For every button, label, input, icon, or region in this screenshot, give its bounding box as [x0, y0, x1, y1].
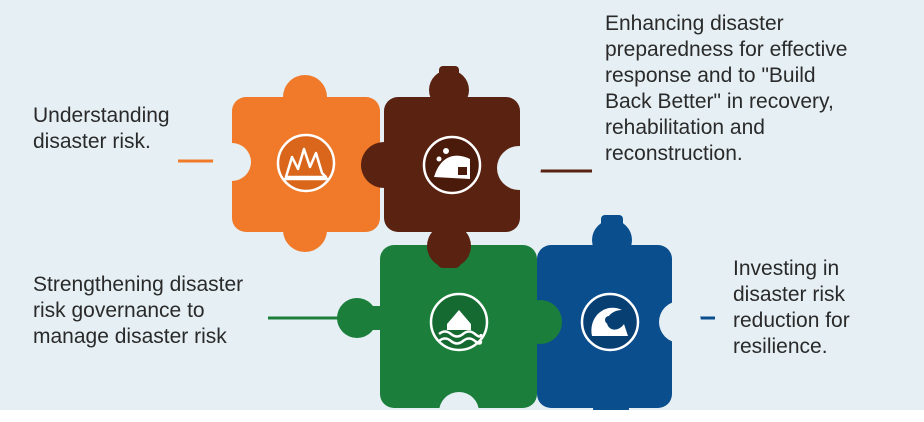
bottom-band [0, 410, 924, 422]
label-strengthening-governance: Strengthening disaster risk governance t… [33, 273, 244, 348]
wildfire-icon [276, 133, 336, 193]
flood-icon [429, 292, 489, 352]
puzzle-piece-orange [213, 75, 380, 252]
tsunami-icon [580, 292, 640, 352]
landslide-icon [422, 135, 482, 195]
label-investing-risk-reduction: Investing in disaster risk reduction for… [733, 257, 850, 358]
label-understanding-disaster-risk: Understanding disaster risk. [33, 104, 170, 153]
label-enhancing-preparedness: Enhancing disaster preparedness for effe… [605, 12, 848, 165]
